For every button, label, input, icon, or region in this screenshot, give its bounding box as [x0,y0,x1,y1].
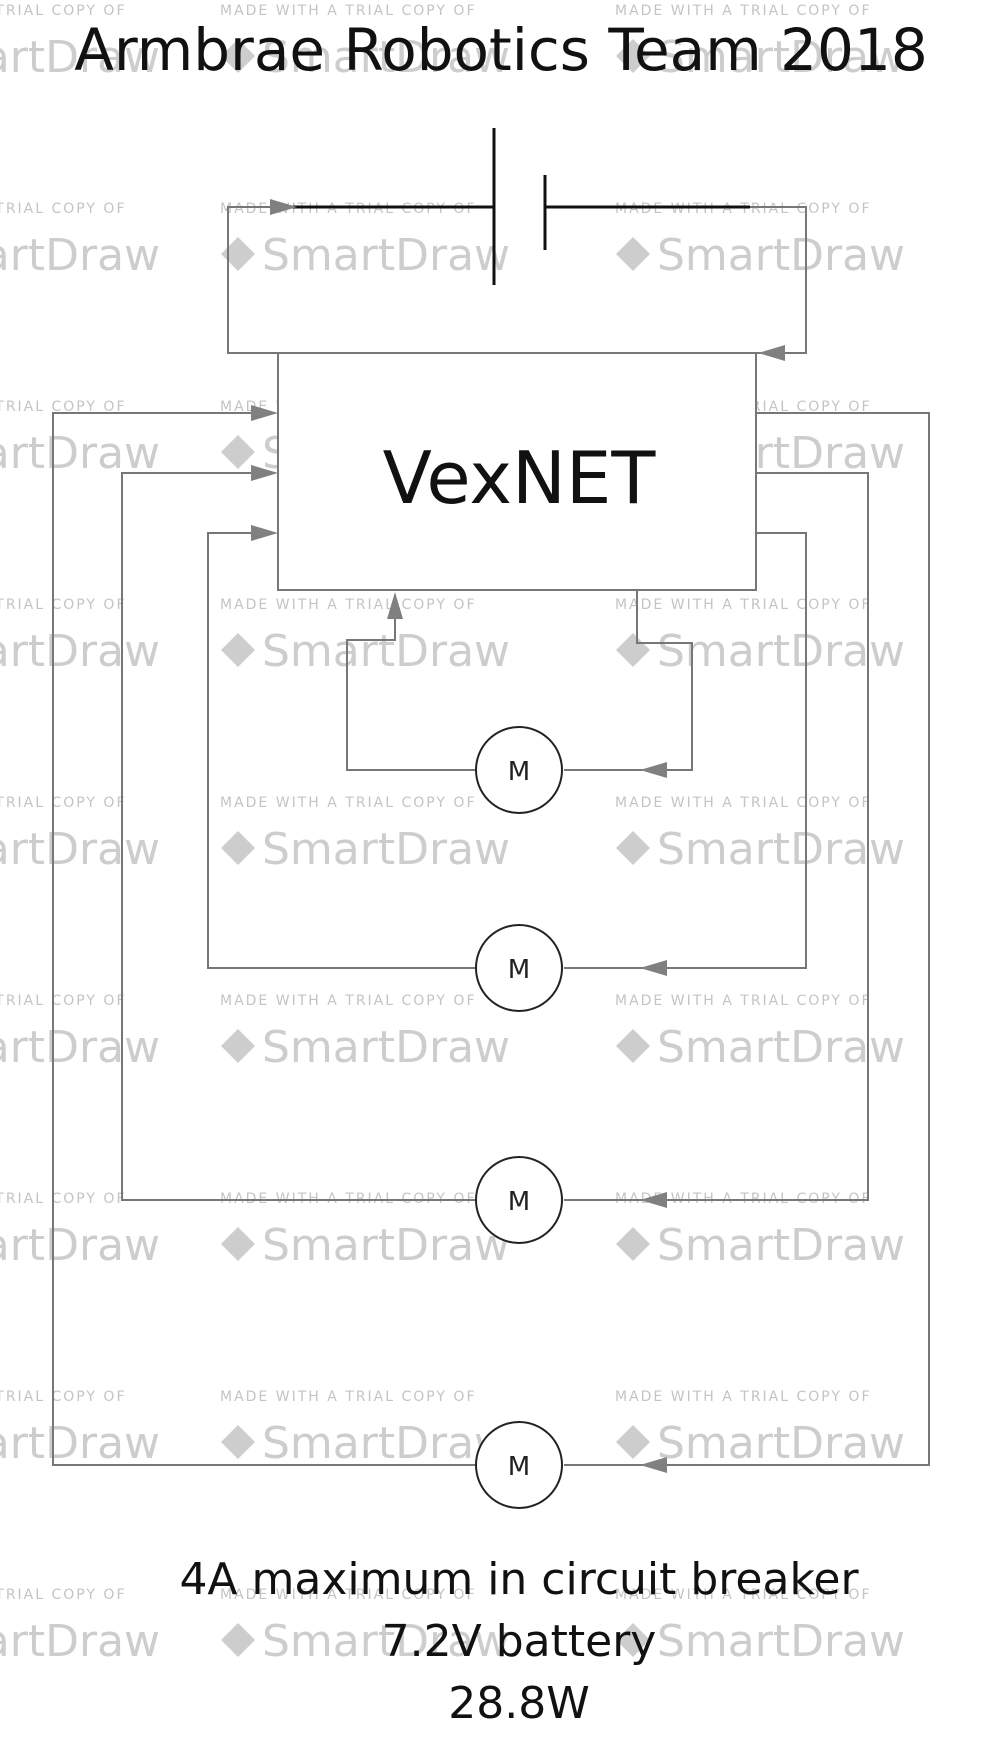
watermark-logo-text: SmartDraw [262,1022,510,1073]
watermark-logo-icon [221,1425,255,1459]
watermark-logo-icon [616,633,650,667]
arrow-motor-2-out [251,525,278,541]
motor-4-label: M [508,1452,530,1482]
watermark-small-text: MADE WITH A TRIAL COPY OF [0,1389,127,1405]
watermark-logo-text: SmartDraw [0,32,160,83]
motor-3-label: M [508,1187,530,1217]
watermark-logo-text: SmartDraw [0,824,160,875]
motor-2-circle [475,924,563,1012]
watermark-small-text: MADE WITH A TRIAL COPY OF [220,3,477,19]
watermark-logo-icon [221,237,255,271]
watermark-logo-icon [221,633,255,667]
arrow-motor-2-in [640,960,667,976]
motor-1-circle [475,726,563,814]
vexnet-box [277,352,757,591]
watermark-logo-icon [616,1623,650,1657]
watermark-small-text: MADE WITH A TRIAL COPY OF [615,3,872,19]
watermark-logo-icon [221,435,255,469]
watermark-logo-text: SmartDraw [657,1616,905,1667]
watermark-small-text: MADE WITH A TRIAL COPY OF [220,795,477,811]
watermark-logo-text: SmartDraw [657,230,905,281]
watermark-small-text: MADE WITH A TRIAL COPY OF [615,1587,872,1603]
watermark-logo-text: SmartDraw [262,1220,510,1271]
watermark-small-text: MADE WITH A TRIAL COPY OF [0,3,127,19]
battery-symbol [285,128,750,285]
footer-wattage-note: 28.8W [448,1678,589,1729]
watermark-logo-text: SmartDraw [262,32,510,83]
watermark-small-text: MADE WITH A TRIAL COPY OF [0,993,127,1009]
motor-loop-1: M [346,590,693,814]
watermark-small-text: MADE WITH A TRIAL COPY OF [0,795,127,811]
watermark-logo-text: SmartDraw [0,1418,160,1469]
watermark-logo-text: SmartDraw [0,1616,160,1667]
watermark-logo-icon [616,1227,650,1261]
motor-loop-3: M [121,465,869,1244]
watermark-small-text: MADE WITH A TRIAL COPY OF [615,993,872,1009]
watermark-small-text: MADE WITH A TRIAL COPY OF [0,201,127,217]
watermark-logo-text: SmartDraw [657,1022,905,1073]
watermark-logo-text: SmartDraw [262,1418,510,1469]
watermark-logo-text: SmartDraw [657,824,905,875]
watermark-logo-text: SmartDraw [0,1022,160,1073]
watermark-logo-text: SmartDraw [0,626,160,677]
watermark-small-text: MADE WITH A TRIAL COPY OF [220,1389,477,1405]
watermark-small-text: MADE WITH A TRIAL COPY OF [220,993,477,1009]
arrow-motor-4-in [640,1457,667,1473]
watermark-small-text: MADE WITH A TRIAL COPY OF [0,1587,127,1603]
watermark-logo-icon [616,237,650,271]
watermark-small-text: MADE WITH A TRIAL COPY OF [220,201,477,217]
motor-loop-4: M [52,405,930,1509]
watermark-logo-icon [616,831,650,865]
motor-4-circle [475,1421,563,1509]
watermark-logo-icon [616,1029,650,1063]
watermark-logo-text: SmartDraw [657,32,905,83]
watermark-logo-text: SmartDraw [657,626,905,677]
motor-2-label: M [508,955,530,985]
watermark-logo-text: SmartDraw [657,1220,905,1271]
watermark-logo-text: SmartDraw [262,230,510,281]
arrow-battery-in [270,199,297,215]
watermark-small-text: MADE WITH A TRIAL COPY OF [615,597,872,613]
arrow-motor-4-out [251,405,278,421]
watermark-logo-text: SmartDraw [0,230,160,281]
watermark-logo-text: SmartDraw [262,824,510,875]
watermark-small-text: MADE WITH A TRIAL COPY OF [0,399,127,415]
watermark-logo-icon [221,831,255,865]
watermark-logo-text: SmartDraw [262,1616,510,1667]
motor-loop-2: M [207,525,807,1012]
footer-breaker-note: 4A maximum in circuit breaker [179,1554,859,1605]
footer-battery-note: 7.2V battery [382,1616,657,1667]
watermark-logo-text: SmartDraw [0,428,160,479]
watermark-small-text: MADE WITH A TRIAL COPY OF [615,1389,872,1405]
watermark-small-text: MADE WITH A TRIAL COPY OF [220,597,477,613]
watermark-small-text: MADE WITH A TRIAL COPY OF [0,597,127,613]
arrow-motor-3-out [251,465,278,481]
arrow-motor-3-in [640,1192,667,1208]
watermark-logo-text: SmartDraw [657,1418,905,1469]
arrow-vexnet-in [758,345,785,361]
watermark-logo-icon [616,39,650,73]
watermark-logo-icon [616,1425,650,1459]
watermark-logo-icon [221,1623,255,1657]
watermark-logo-icon [221,1227,255,1261]
motor-3-circle [475,1156,563,1244]
watermark-small-text: MADE WITH A TRIAL COPY OF [0,1191,127,1207]
watermark-logo-icon [221,1029,255,1063]
watermark-logo-icon [221,39,255,73]
watermark-small-text: MADE WITH A TRIAL COPY OF [220,1587,477,1603]
watermark-logo-text: SmartDraw [0,1220,160,1271]
arrow-motor-1-in [640,762,667,778]
watermark-small-text: MADE WITH A TRIAL COPY OF [615,201,872,217]
arrow-motor-1-out [387,592,403,619]
motor-1-label: M [508,757,530,787]
diagram-title: Armbrae Robotics Team 2018 [74,16,928,84]
vexnet-label: VexNET [383,436,657,520]
watermark-small-text: MADE WITH A TRIAL COPY OF [615,795,872,811]
watermark-logo-text: SmartDraw [262,626,510,677]
